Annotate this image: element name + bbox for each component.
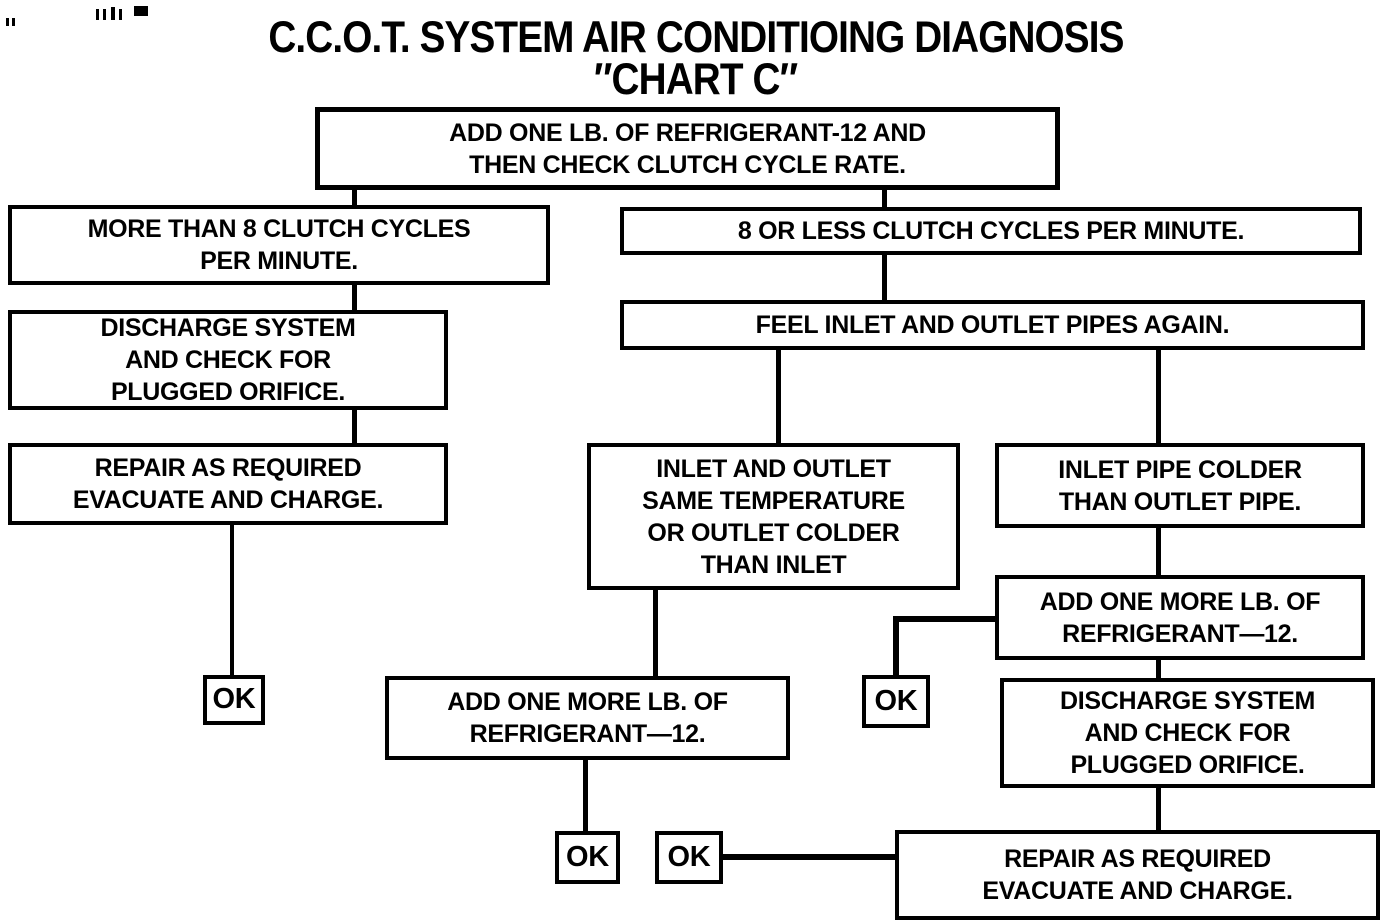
scan-artifact [103, 9, 106, 20]
node-text: MORE THAN 8 CLUTCH CYCLES PER MINUTE. [87, 215, 471, 275]
node-text: DISCHARGE SYSTEM AND CHECK FOR PLUGGED O… [100, 314, 356, 406]
connector-addright-discharge [1156, 658, 1161, 680]
scan-artifact [134, 6, 148, 16]
node-text: REPAIR AS REQUIRED EVACUATE AND CHARGE. [72, 454, 384, 514]
node-add-one-more-lb-right: ADD ONE MORE LB. OF REFRIGERANT—12. [995, 575, 1365, 660]
node-add-one-more-lb-mid: ADD ONE MORE LB. OF REFRIGERANT—12. [385, 676, 790, 760]
node-text: INLET AND OUTLET SAME TEMPERATURE OR OUT… [642, 454, 905, 579]
node-text: ADD ONE MORE LB. OF REFRIGERANT—12. [447, 688, 728, 748]
node-repair-as-required-bottom: REPAIR AS REQUIRED EVACUATE AND CHARGE. [895, 830, 1380, 920]
scan-artifact [96, 9, 99, 20]
node-ok-mid-1: OK [555, 831, 620, 884]
connector-addmid-ok [583, 758, 588, 833]
connector-ok-repair-horizontal [721, 854, 897, 860]
node-text: DISCHARGE SYSTEM AND CHECK FOR PLUGGED O… [1060, 687, 1315, 779]
chart-title: C.C.O.T. SYSTEM AIR CONDITIOING DIAGNOSI… [0, 12, 1392, 62]
connector-same-to-addmid [653, 588, 658, 678]
node-8-or-less-cycles: 8 OR LESS CLUTCH CYCLES PER MINUTE. [620, 207, 1362, 255]
connector-discharge-repair [1156, 786, 1161, 832]
node-text: ADD ONE LB. OF REFRIGERANT-12 AND THEN C… [449, 118, 926, 179]
node-text: INLET PIPE COLDER THAN OUTLET PIPE. [1058, 455, 1302, 516]
connector-left2-left3 [352, 408, 357, 445]
connector-left1-left2 [352, 283, 357, 312]
node-ok-mid-2: OK [655, 831, 723, 884]
connector-addright-ok-horizontal [893, 616, 997, 622]
node-discharge-system-right: DISCHARGE SYSTEM AND CHECK FOR PLUGGED O… [1000, 678, 1375, 788]
connector-addright-ok-vertical [893, 616, 899, 677]
node-text: OK [212, 683, 256, 716]
node-text: REPAIR AS REQUIRED EVACUATE AND CHARGE. [982, 845, 1293, 905]
node-ok-left: OK [203, 675, 265, 725]
node-ok-right: OK [862, 675, 930, 728]
chart-subtitle-text: ″CHART C″ [594, 54, 798, 104]
connector-top-to-right [882, 188, 887, 209]
scan-artifact [111, 7, 115, 20]
connector-feel-to-colder [1156, 348, 1161, 445]
connector-colder-to-addright [1156, 526, 1161, 577]
node-inlet-pipe-colder: INLET PIPE COLDER THAN OUTLET PIPE. [995, 443, 1365, 528]
node-add-refrigerant-check-rate: ADD ONE LB. OF REFRIGERANT-12 AND THEN C… [315, 107, 1060, 190]
node-text: ADD ONE MORE LB. OF REFRIGERANT—12. [1039, 587, 1321, 648]
connector-right1-right2 [882, 253, 887, 302]
chart-subtitle: ″CHART C″ [0, 54, 1392, 104]
node-text: OK [874, 684, 918, 717]
node-feel-pipes-again: FEEL INLET AND OUTLET PIPES AGAIN. [620, 300, 1365, 350]
chart-title-text: C.C.O.T. SYSTEM AIR CONDITIOING DIAGNOSI… [268, 12, 1124, 62]
node-text: 8 OR LESS CLUTCH CYCLES PER MINUTE. [737, 217, 1245, 245]
connector-top-to-left [352, 188, 357, 207]
connector-feel-to-same [776, 348, 781, 445]
node-inlet-outlet-same-temp: INLET AND OUTLET SAME TEMPERATURE OR OUT… [587, 443, 960, 590]
node-repair-as-required-left: REPAIR AS REQUIRED EVACUATE AND CHARGE. [8, 443, 448, 525]
scan-artifact [12, 18, 15, 26]
node-more-than-8-cycles: MORE THAN 8 CLUTCH CYCLES PER MINUTE. [8, 205, 550, 285]
scan-artifact [119, 9, 122, 20]
node-discharge-system-left: DISCHARGE SYSTEM AND CHECK FOR PLUGGED O… [8, 310, 448, 410]
node-text: OK [667, 840, 711, 873]
node-text: FEEL INLET AND OUTLET PIPES AGAIN. [755, 311, 1230, 339]
node-text: OK [566, 840, 609, 873]
scan-artifact [6, 18, 9, 26]
connector-left3-ok [230, 523, 234, 677]
